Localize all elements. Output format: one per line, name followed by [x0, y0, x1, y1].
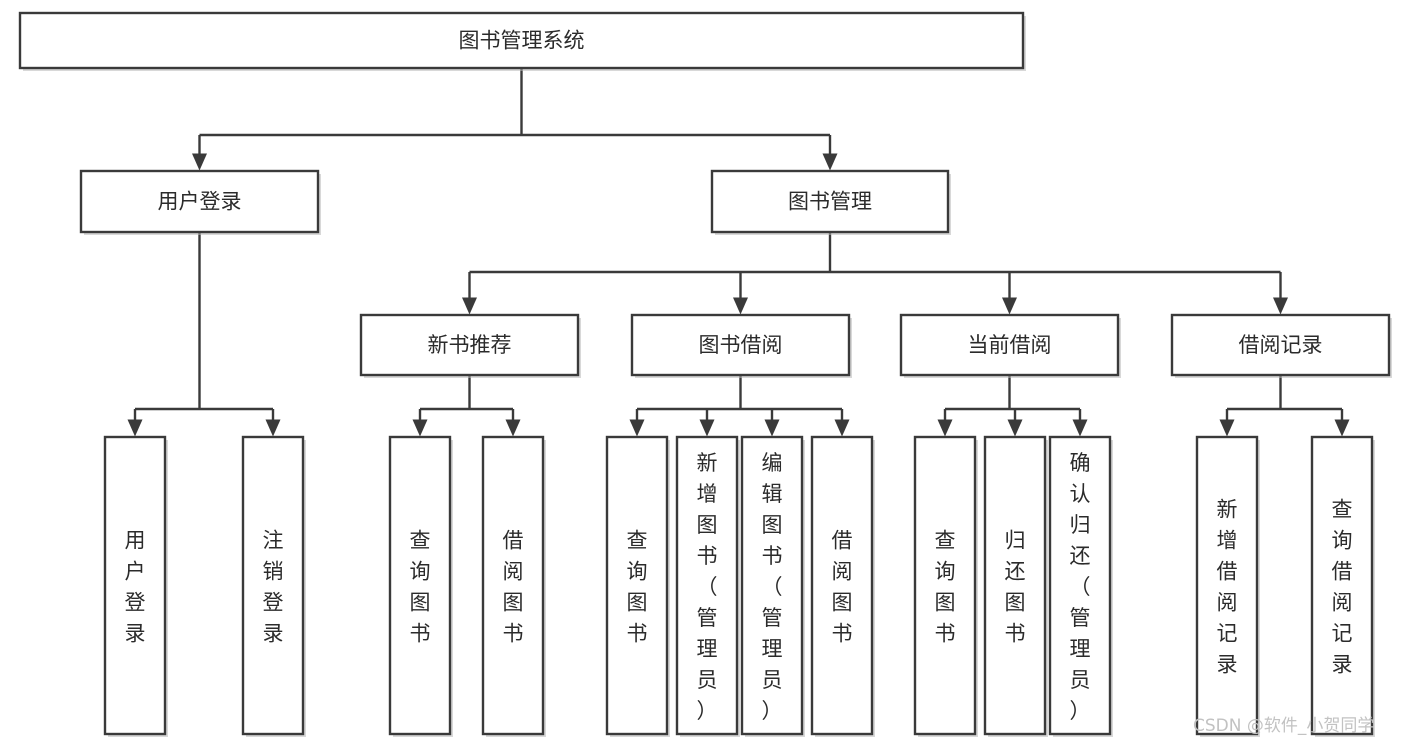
arrow-head-icon-leaf-confirm-return	[1072, 419, 1088, 437]
arrow-head-icon-book-manage	[822, 153, 838, 171]
node-label-leaf-query-book-rec: 查询图书	[410, 529, 431, 646]
node-leaf-borrow-book-rec[interactable]: 借阅图书	[481, 435, 546, 737]
arrow-head-icon-leaf-borrow-book-rec	[505, 419, 521, 437]
node-label-leaf-borrow-book-rec: 借阅图书	[503, 529, 524, 646]
arrow-head-icon-leaf-add-book	[699, 419, 715, 437]
node-layer: 图书管理系统用户登录图书管理新书推荐图书借阅当前借阅借阅记录用户登录注销登录查询…	[18, 11, 1392, 737]
node-label-leaf-return-book: 归还图书	[1005, 529, 1026, 646]
node-leaf-logout[interactable]: 注销登录	[241, 435, 306, 737]
node-leaf-borrow-book[interactable]: 借阅图书	[810, 435, 875, 737]
arrow-head-icon-leaf-add-record	[1219, 419, 1235, 437]
node-leaf-add-record[interactable]: 新增借阅记录	[1195, 435, 1260, 737]
node-label-leaf-user-login: 用户登录	[125, 529, 146, 646]
node-book-manage[interactable]: 图书管理	[710, 169, 951, 235]
arrow-head-icon-leaf-borrow-book	[834, 419, 850, 437]
arrow-head-icon-leaf-edit-book	[764, 419, 780, 437]
arrow-head-icon-leaf-user-login	[127, 419, 143, 437]
arrow-head-icon-leaf-logout	[265, 419, 281, 437]
node-leaf-query-record[interactable]: 查询借阅记录	[1310, 435, 1375, 737]
node-label-leaf-borrow-book: 借阅图书	[832, 529, 853, 646]
node-label-leaf-add-record: 新增借阅记录	[1217, 498, 1238, 677]
arrow-head-icon-current-borrow	[1002, 297, 1017, 315]
node-leaf-query-book-borrow[interactable]: 查询图书	[605, 435, 670, 737]
node-user-login[interactable]: 用户登录	[79, 169, 321, 235]
node-leaf-add-book[interactable]: 新增图书（管理员）	[675, 435, 740, 737]
node-label-leaf-edit-book: 编辑图书（管理员）	[762, 451, 783, 723]
node-label-leaf-logout: 注销登录	[263, 529, 284, 646]
node-label-new-book-recommend: 新书推荐	[428, 333, 512, 357]
watermark-layer: CSDN @软件_小贺同学	[1193, 716, 1374, 736]
arrow-head-icon-user-login	[192, 153, 207, 171]
node-root[interactable]: 图书管理系统	[18, 11, 1026, 71]
connector-layer	[127, 68, 1350, 437]
node-label-borrow-record: 借阅记录	[1239, 333, 1323, 357]
node-book-borrow[interactable]: 图书借阅	[630, 313, 852, 378]
node-label-leaf-query-book-borrow: 查询图书	[627, 529, 648, 646]
node-leaf-confirm-return[interactable]: 确认归还（管理员）	[1048, 435, 1113, 737]
node-label-book-manage: 图书管理	[788, 190, 872, 214]
node-borrow-record[interactable]: 借阅记录	[1170, 313, 1392, 378]
arrow-head-icon-borrow-record	[1273, 297, 1288, 315]
arrow-head-icon-leaf-query-book-borrow	[629, 419, 645, 437]
node-label-leaf-confirm-return: 确认归还（管理员）	[1070, 451, 1091, 723]
node-leaf-query-book-cur[interactable]: 查询图书	[913, 435, 978, 737]
arrow-head-icon-leaf-return-book	[1007, 419, 1023, 437]
node-label-root: 图书管理系统	[459, 29, 585, 53]
node-label-book-borrow: 图书借阅	[699, 333, 783, 357]
node-leaf-return-book[interactable]: 归还图书	[983, 435, 1048, 737]
node-label-user-login: 用户登录	[158, 190, 242, 214]
node-leaf-edit-book[interactable]: 编辑图书（管理员）	[740, 435, 805, 737]
arrow-head-icon-book-borrow	[733, 297, 748, 315]
node-label-leaf-query-record: 查询借阅记录	[1332, 498, 1353, 677]
node-leaf-query-book-rec[interactable]: 查询图书	[388, 435, 453, 737]
csdn-watermark: CSDN @软件_小贺同学	[1193, 716, 1374, 736]
arrow-head-icon-leaf-query-book-rec	[412, 419, 428, 437]
arrow-head-icon-leaf-query-record	[1334, 419, 1350, 437]
node-leaf-user-login[interactable]: 用户登录	[103, 435, 168, 737]
arrow-head-icon-new-book-recommend	[462, 297, 477, 315]
node-label-leaf-query-book-cur: 查询图书	[935, 529, 956, 646]
node-label-current-borrow: 当前借阅	[968, 333, 1052, 357]
arrow-head-icon-leaf-query-book-cur	[937, 419, 953, 437]
node-current-borrow[interactable]: 当前借阅	[899, 313, 1121, 378]
node-new-book-recommend[interactable]: 新书推荐	[359, 313, 581, 378]
node-label-leaf-add-book: 新增图书（管理员）	[697, 451, 718, 723]
